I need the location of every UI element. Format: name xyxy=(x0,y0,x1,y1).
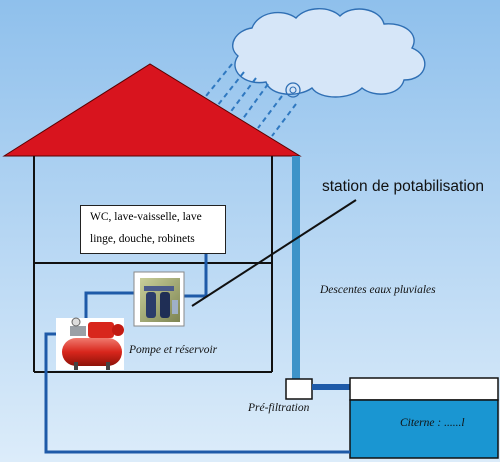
prefilter-box xyxy=(285,378,313,400)
downpipes-label: Descentes eaux pluviales xyxy=(320,284,436,296)
prefilter-to-tank-pipe xyxy=(312,384,358,390)
prefiltration-label: Pré-filtration xyxy=(248,402,310,414)
house-walls xyxy=(33,156,273,373)
station-label: station de potabilisation xyxy=(322,178,485,195)
station-leader-line xyxy=(191,199,357,307)
rain-cloud xyxy=(232,8,426,98)
usages-line-2: linge, douche, robinets xyxy=(90,233,195,245)
tank-label: Citerne : ......l xyxy=(400,417,465,429)
tank-to-pump-pipe xyxy=(44,332,350,454)
rain-downpipe xyxy=(292,156,300,382)
rain-drops xyxy=(205,63,297,137)
usages-line-1: WC, lave-vaisselle, lave xyxy=(90,211,202,223)
pump-label: Pompe et réservoir xyxy=(129,344,218,356)
pump-to-filter-pipe xyxy=(84,291,136,318)
cistern-tank xyxy=(349,377,499,459)
house-roof xyxy=(2,63,302,157)
spiral-icon xyxy=(285,82,301,98)
water-usages-box: WC, lave-vaisselle, lave linge, douche, … xyxy=(80,205,226,254)
potabilisation-station-image xyxy=(133,271,185,327)
pump-reservoir-image xyxy=(56,317,124,370)
